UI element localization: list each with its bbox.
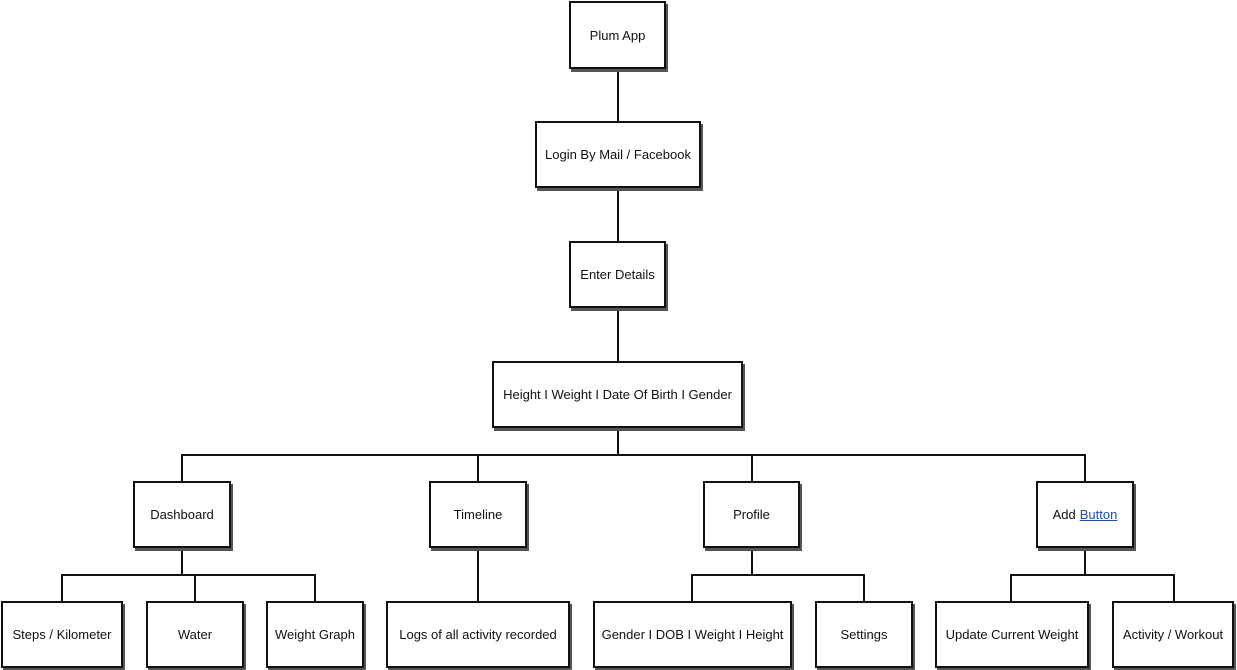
node-login-label: Login By Mail / Facebook bbox=[545, 147, 691, 162]
node-weight-graph-label: Weight Graph bbox=[275, 627, 355, 642]
node-plum-app-label: Plum App bbox=[589, 27, 646, 43]
node-update-weight: Update Current Weight bbox=[935, 601, 1089, 668]
node-activity-workout: Activity / Workout bbox=[1112, 601, 1234, 668]
node-dashboard: Dashboard bbox=[133, 481, 231, 548]
node-dashboard-label: Dashboard bbox=[150, 507, 214, 522]
node-timeline-label: Timeline bbox=[453, 507, 503, 522]
node-water: Water bbox=[146, 601, 244, 668]
node-steps-label: Steps / Kilometer bbox=[12, 627, 112, 642]
node-water-label: Water bbox=[177, 627, 213, 642]
node-profile-fields-label: Gender I DOB I Weight I Height bbox=[601, 627, 784, 642]
node-details-fields-label: Height I Weight I Date Of Birth I Gender bbox=[503, 387, 732, 402]
node-login: Login By Mail / Facebook bbox=[535, 121, 701, 188]
node-logs-label: Logs of all activity recorded bbox=[399, 627, 557, 642]
node-logs: Logs of all activity recorded bbox=[386, 601, 570, 668]
node-add-label: Add bbox=[1052, 507, 1076, 522]
node-settings-label: Settings bbox=[840, 627, 888, 642]
node-weight-graph: Weight Graph bbox=[266, 601, 364, 668]
node-activity-workout-label: Activity / Workout bbox=[1122, 627, 1224, 642]
node-details-fields: Height I Weight I Date Of Birth I Gender bbox=[492, 361, 743, 428]
node-profile-fields: Gender I DOB I Weight I Height bbox=[593, 601, 792, 668]
node-enter-details-label: Enter Details bbox=[580, 267, 655, 282]
node-profile-label: Profile bbox=[733, 507, 770, 522]
node-add: Add Button bbox=[1036, 481, 1134, 548]
node-update-weight-label: Update Current Weight bbox=[945, 627, 1079, 642]
node-timeline: Timeline bbox=[429, 481, 527, 548]
node-enter-details: Enter Details bbox=[569, 241, 666, 308]
node-plum-app: Plum App bbox=[569, 1, 666, 69]
node-settings: Settings bbox=[815, 601, 913, 668]
node-steps: Steps / Kilometer bbox=[1, 601, 123, 668]
add-button-link[interactable]: Button bbox=[1079, 507, 1118, 522]
node-profile: Profile bbox=[703, 481, 800, 548]
